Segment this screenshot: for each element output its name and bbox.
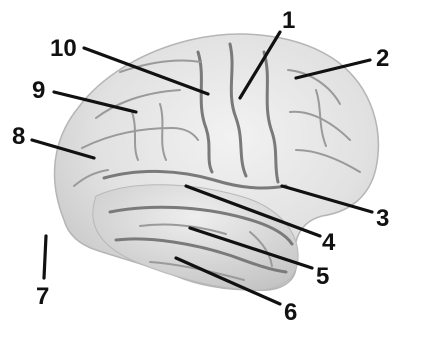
label-4: 4	[322, 229, 336, 256]
label-8: 8	[12, 123, 25, 150]
label-6: 6	[284, 299, 297, 326]
label-7: 7	[36, 283, 49, 310]
label-9: 9	[32, 77, 45, 104]
label-10: 10	[50, 35, 77, 62]
leader-line-7	[44, 236, 46, 278]
label-3: 3	[376, 205, 389, 232]
label-5: 5	[316, 263, 329, 290]
label-1: 1	[282, 7, 295, 34]
label-2: 2	[376, 45, 389, 72]
